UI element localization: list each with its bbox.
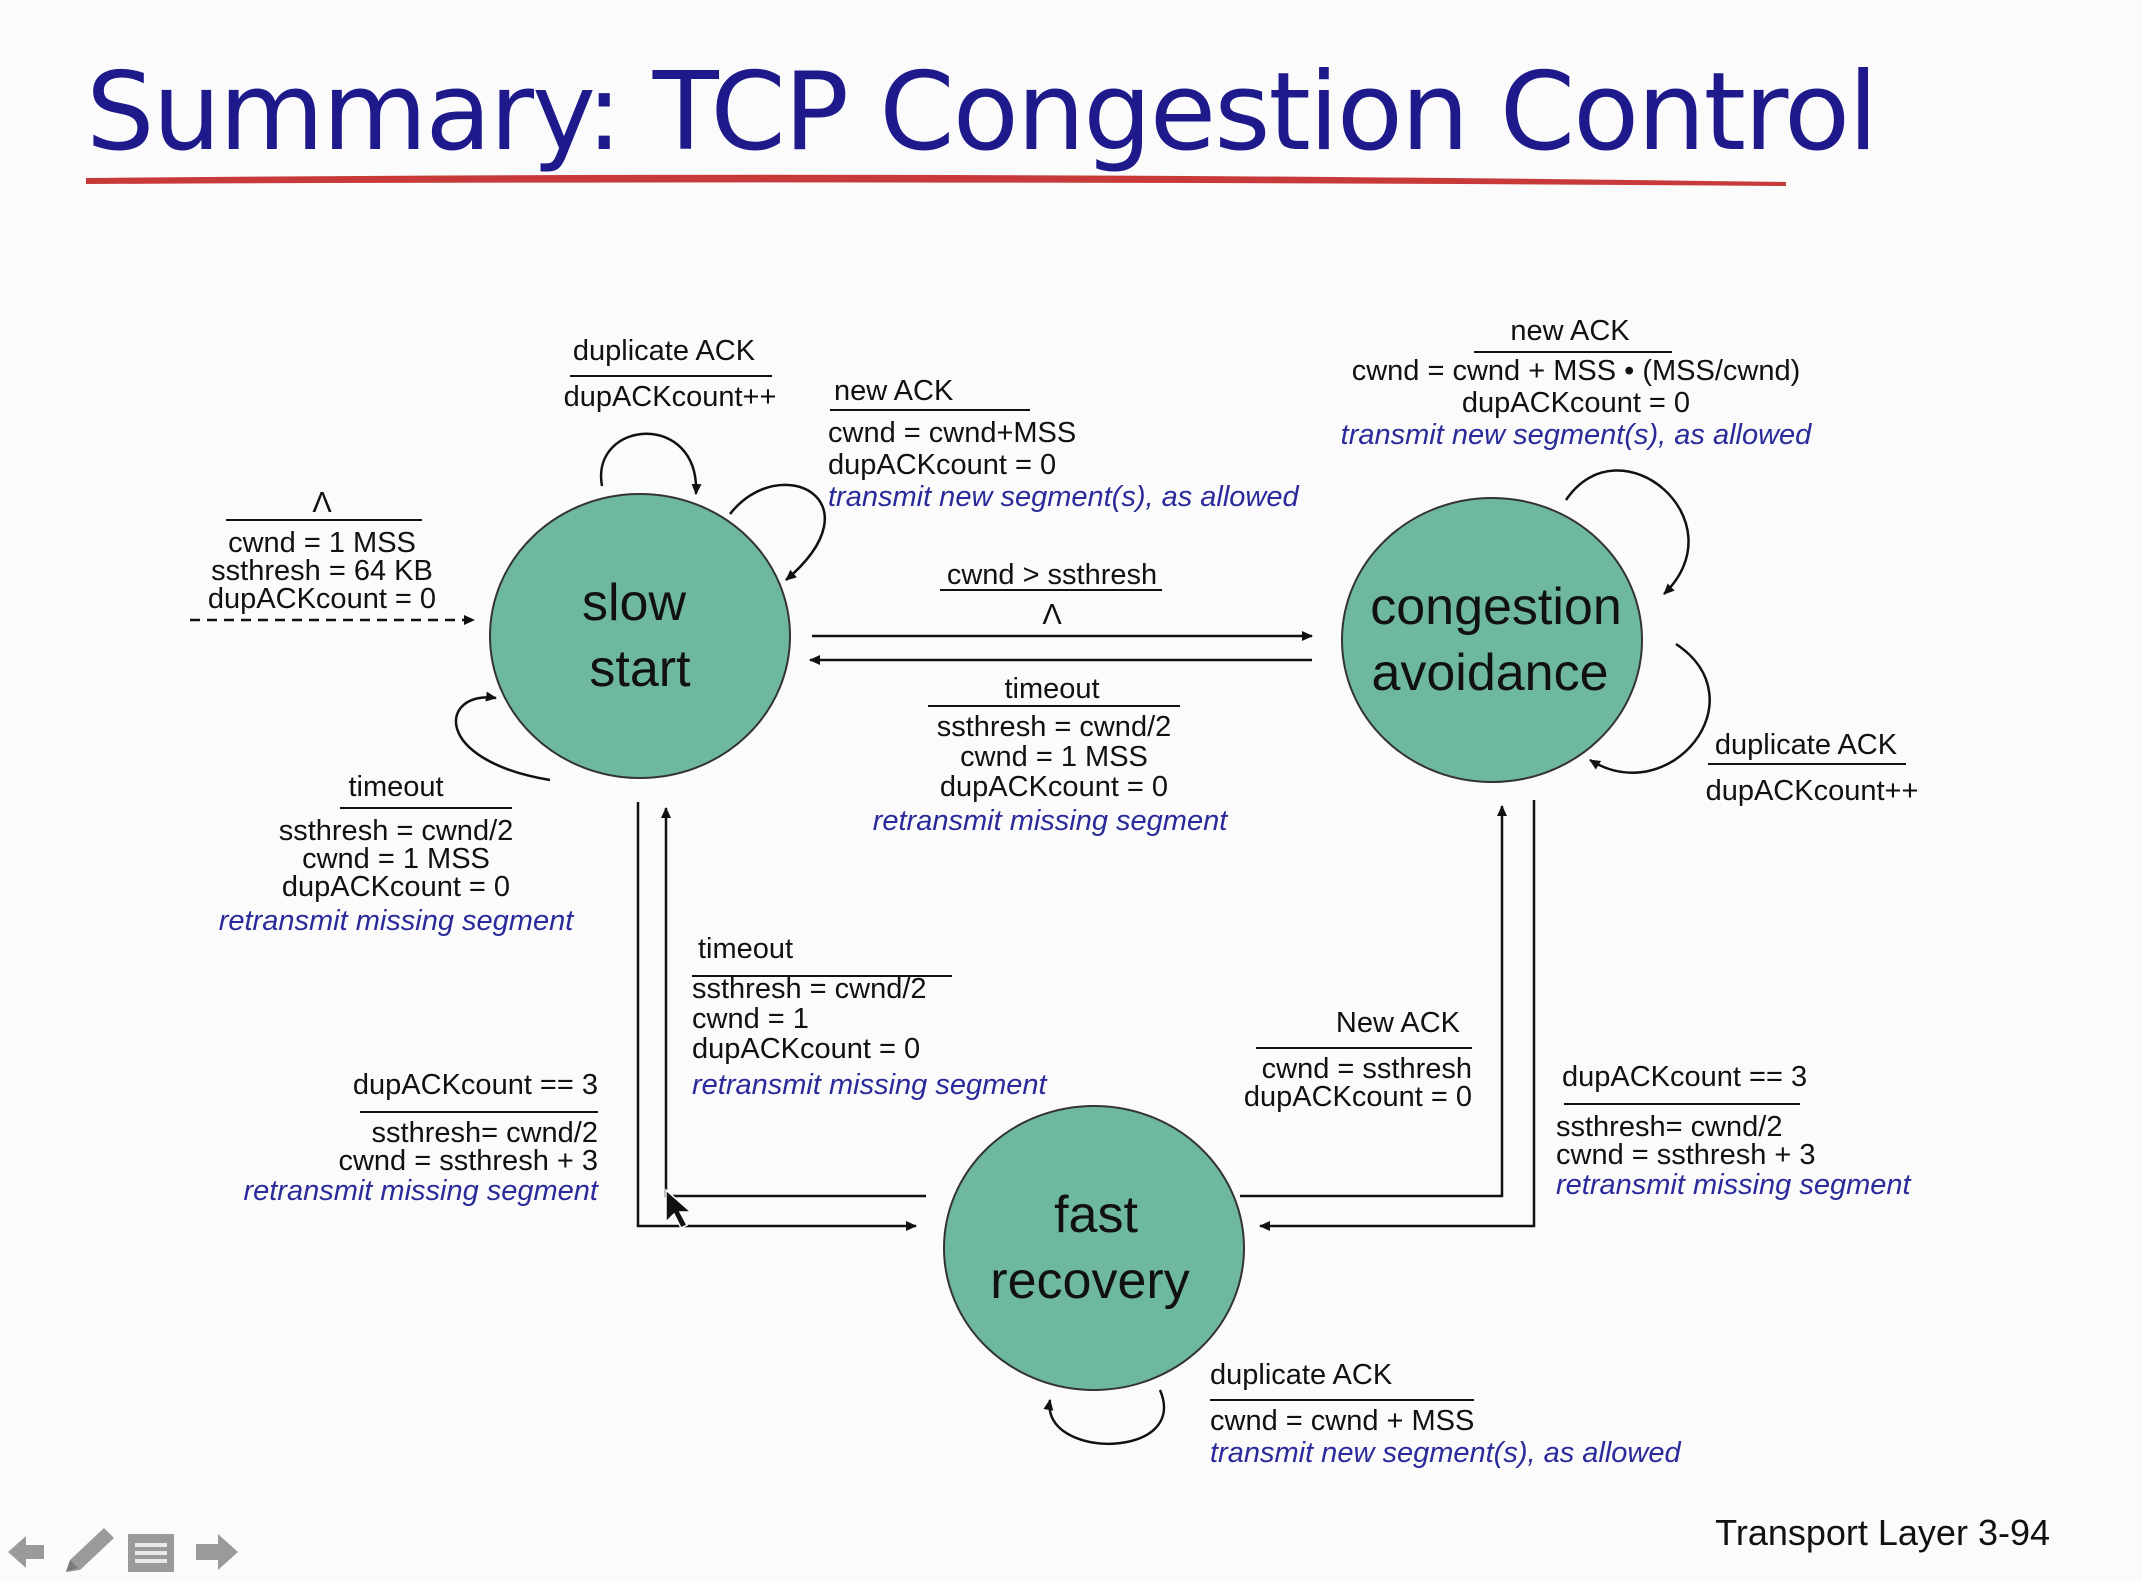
init-action-1: cwnd = 1 MSS (228, 527, 416, 559)
ca-dup-action-1: dupACKcount++ (1706, 775, 1919, 807)
fast-recovery-line1: fast (1054, 1186, 1138, 1244)
arrow-ss-timeout-loop (454, 691, 551, 782)
ss-timeout-action-2: cwnd = 1 MSS (302, 843, 490, 875)
arrow-ss-dup-loop (599, 432, 702, 495)
ca-to-ss-event: timeout (1004, 673, 1099, 705)
ss-dup-action-1: dupACKcount++ (564, 381, 777, 413)
fr-to-ss-italic: retransmit missing segment (692, 1069, 1048, 1101)
transition-arrows (190, 432, 1711, 1446)
fr-to-ss-event: timeout (698, 933, 793, 965)
ca-new-action-2: dupACKcount = 0 (1462, 387, 1690, 419)
label-ss-to-ca: cwnd > ssthresh Λ (947, 559, 1157, 631)
label-ss-duplicate-ack: duplicate ACK dupACKcount++ (564, 335, 777, 413)
init-action-3: dupACKcount = 0 (208, 583, 436, 615)
ss-to-fr-action-1: ssthresh= cwnd/2 (372, 1117, 598, 1149)
ca-to-ss-italic: retransmit missing segment (873, 805, 1229, 837)
ca-to-fr-event: dupACKcount == 3 (1562, 1061, 1807, 1093)
ca-to-fr-italic: retransmit missing segment (1556, 1169, 1912, 1201)
ss-to-ca-event: cwnd > ssthresh (947, 559, 1157, 591)
ss-to-fr-action-2: cwnd = ssthresh + 3 (338, 1145, 598, 1177)
label-ss-new-ack: new ACK cwnd = cwnd+MSS dupACKcount = 0 … (828, 375, 1299, 513)
label-fr-duplicate-ack: duplicate ACK cwnd = cwnd + MSS transmit… (1210, 1359, 1681, 1469)
ss-new-action-2: dupACKcount = 0 (828, 449, 1056, 481)
arrow-ss-to-fr (636, 802, 917, 1231)
ca-to-fr-action-1: ssthresh= cwnd/2 (1556, 1111, 1782, 1143)
arrow-ca-dup-loop (1589, 642, 1711, 774)
label-ca-new-ack: new ACK cwnd = cwnd + MSS • (MSS/cwnd) d… (1341, 315, 1812, 451)
fr-dup-event: duplicate ACK (1210, 1359, 1393, 1391)
slow-start-line1: slow (582, 574, 686, 632)
fr-to-ss-action-1: ssthresh = cwnd/2 (692, 973, 927, 1005)
ss-new-italic: transmit new segment(s), as allowed (828, 481, 1299, 513)
ca-new-event: new ACK (1510, 315, 1630, 347)
slide-footer: Transport Layer 3-94 (1715, 1512, 2050, 1553)
ss-new-action-1: cwnd = cwnd+MSS (828, 417, 1076, 449)
pen-icon[interactable] (60, 1522, 118, 1576)
fr-to-ca-action-2: dupACKcount = 0 (1244, 1081, 1472, 1113)
label-ca-duplicate-ack: duplicate ACK dupACKcount++ (1706, 729, 1919, 807)
congestion-avoidance-line2: avoidance (1371, 644, 1608, 702)
arrow-fr-dup-loop (1043, 1389, 1165, 1446)
fast-recovery-line2: recovery (990, 1252, 1189, 1310)
slow-start-line2: start (589, 640, 691, 698)
ca-to-ss-action-1: ssthresh = cwnd/2 (937, 711, 1172, 743)
menu-icon[interactable] (126, 1532, 176, 1574)
label-fr-to-ca: New ACK cwnd = ssthresh dupACKcount = 0 (1244, 1007, 1472, 1113)
arrow-ss-new-loop (729, 483, 826, 581)
slide-title: Summary: TCP Congestion Control (86, 50, 1878, 175)
init-event: Λ (312, 487, 332, 519)
fr-dup-action-1: cwnd = cwnd + MSS (1210, 1405, 1474, 1437)
ss-timeout-action-1: ssthresh = cwnd/2 (279, 815, 514, 847)
title-underline (86, 174, 1786, 186)
forward-arrow-icon[interactable] (192, 1530, 242, 1574)
arrow-fr-to-ca (1240, 805, 1507, 1198)
label-ca-to-ss: timeout ssthresh = cwnd/2 cwnd = 1 MSS d… (873, 673, 1229, 837)
state-congestion-avoidance: congestion avoidance (1341, 497, 1643, 783)
ss-dup-event: duplicate ACK (573, 335, 756, 367)
ss-to-ca-action-1: Λ (1042, 599, 1062, 631)
fr-dup-italic: transmit new segment(s), as allowed (1210, 1437, 1681, 1469)
label-fr-to-ss: timeout ssthresh = cwnd/2 cwnd = 1 dupAC… (692, 933, 1048, 1101)
fr-to-ca-action-1: cwnd = ssthresh (1262, 1053, 1472, 1085)
ca-to-ss-action-2: cwnd = 1 MSS (960, 741, 1148, 773)
state-slow-start: slow start (489, 493, 791, 779)
ca-dup-event: duplicate ACK (1715, 729, 1898, 761)
arrow-ca-new-loop (1564, 469, 1690, 595)
ss-timeout-event: timeout (348, 771, 443, 803)
arrow-ca-to-fr (1259, 800, 1536, 1231)
fr-to-ss-action-2: cwnd = 1 (692, 1003, 809, 1035)
init-action-2: ssthresh = 64 KB (211, 555, 433, 587)
ss-new-event: new ACK (834, 375, 954, 407)
ss-timeout-action-3: dupACKcount = 0 (282, 871, 510, 903)
state-fast-recovery: fast recovery (943, 1105, 1245, 1391)
ss-to-fr-event: dupACKcount == 3 (353, 1069, 598, 1101)
fr-to-ss-action-3: dupACKcount = 0 (692, 1033, 920, 1065)
slide-nav-controls (0, 1502, 250, 1582)
label-ca-to-fr: dupACKcount == 3 ssthresh= cwnd/2 cwnd =… (1556, 1061, 1912, 1201)
mouse-cursor-icon (665, 1188, 693, 1230)
label-ss-timeout: timeout ssthresh = cwnd/2 cwnd = 1 MSS d… (219, 771, 575, 937)
ss-to-fr-italic: retransmit missing segment (243, 1175, 599, 1207)
ca-to-ss-action-3: dupACKcount = 0 (940, 771, 1168, 803)
ca-new-italic: transmit new segment(s), as allowed (1341, 419, 1812, 451)
ca-new-action-1: cwnd = cwnd + MSS • (MSS/cwnd) (1352, 355, 1801, 387)
ca-to-fr-action-2: cwnd = ssthresh + 3 (1556, 1139, 1816, 1171)
label-init: Λ cwnd = 1 MSS ssthresh = 64 KB dupACKco… (208, 487, 436, 615)
congestion-avoidance-line1: congestion (1370, 578, 1622, 636)
fr-to-ca-event: New ACK (1336, 1007, 1461, 1039)
back-arrow-icon[interactable] (4, 1530, 48, 1574)
label-ss-to-fr: dupACKcount == 3 ssthresh= cwnd/2 cwnd =… (243, 1069, 599, 1207)
ss-timeout-italic: retransmit missing segment (219, 905, 575, 937)
